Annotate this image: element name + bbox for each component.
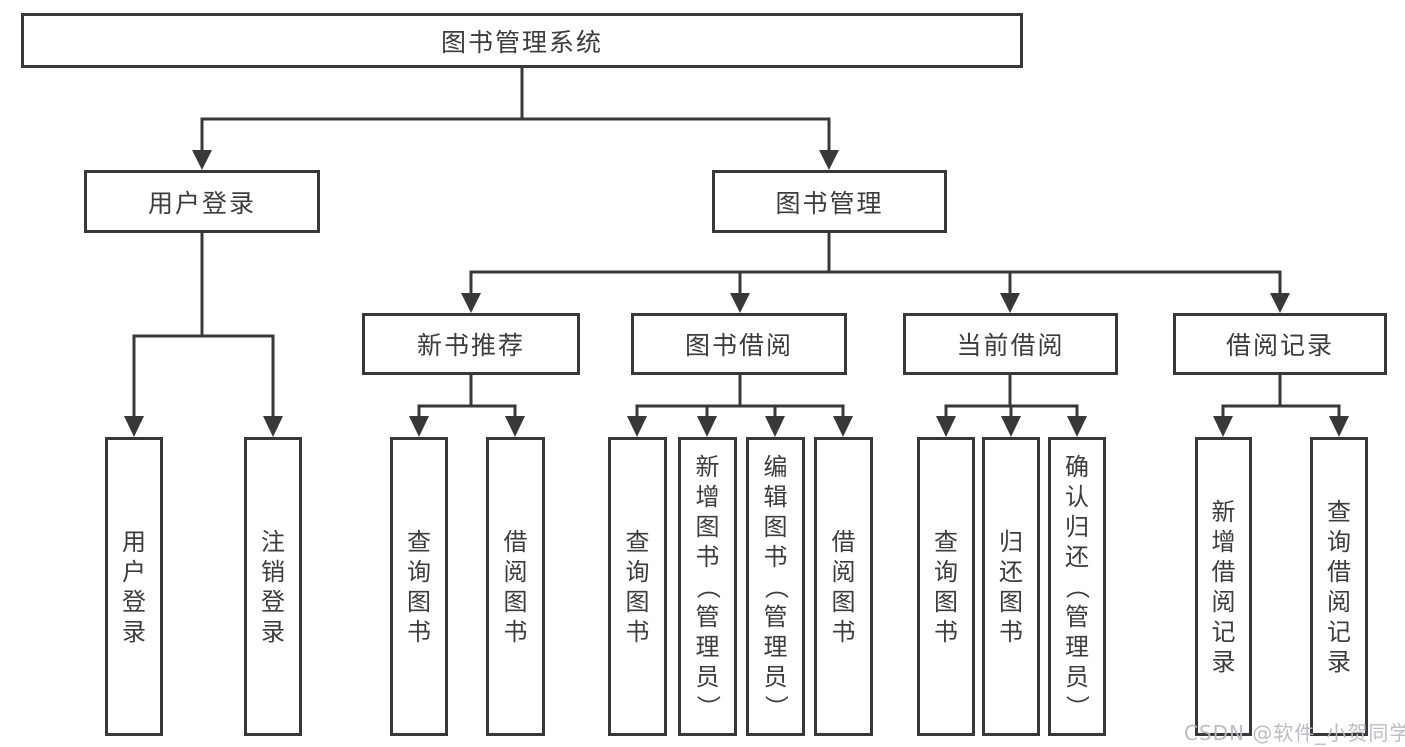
leaf-logout-label: 注销登录	[261, 527, 285, 646]
node-borrow-record: 借阅记录	[1173, 313, 1387, 375]
leaf-logout: 注销登录	[244, 437, 302, 736]
node-user-login: 用户登录	[84, 170, 320, 233]
node-root: 图书管理系统	[21, 13, 1023, 68]
node-book-management-label: 图书管理	[775, 188, 884, 218]
leaf-bb-add-books-admin-label: 新增图书（管理员）	[693, 452, 722, 719]
leaf-bb-query-books-label: 查询图书	[625, 527, 650, 646]
leaf-nbr-query-books-label: 查询图书	[407, 527, 431, 646]
leaf-bb-edit-books-admin-label: 编辑图书（管理员）	[761, 452, 790, 719]
node-current-borrow: 当前借阅	[903, 313, 1118, 375]
node-user-login-label: 用户登录	[147, 188, 256, 218]
node-book-borrow-label: 图书借阅	[684, 331, 793, 360]
node-new-book-recommend-label: 新书推荐	[416, 331, 525, 360]
leaf-br-add-record: 新增借阅记录	[1195, 437, 1252, 736]
node-new-book-recommend: 新书推荐	[362, 313, 580, 375]
node-borrow-record-label: 借阅记录	[1225, 331, 1334, 360]
leaf-nbr-borrow-books-label: 借阅图书	[503, 527, 528, 646]
leaf-cb-confirm-return-admin-label: 确认归还（管理员）	[1063, 452, 1091, 719]
node-book-management: 图书管理	[712, 170, 947, 233]
leaf-cb-confirm-return-admin: 确认归还（管理员）	[1048, 437, 1106, 736]
leaf-bb-borrow-books: 借阅图书	[814, 437, 873, 736]
leaf-cb-return-books-label: 归还图书	[999, 527, 1023, 646]
node-root-label: 图书管理系统	[440, 27, 603, 57]
leaf-cb-query-books-label: 查询图书	[934, 527, 958, 646]
leaf-br-query-record-label: 查询借阅记录	[1327, 497, 1351, 676]
leaf-cb-return-books: 归还图书	[982, 437, 1040, 736]
node-current-borrow-label: 当前借阅	[956, 331, 1065, 360]
csdn-watermark: CSDN @软件_小贺同学	[1184, 721, 1405, 745]
leaf-bb-borrow-books-label: 借阅图书	[831, 527, 856, 646]
leaf-bb-add-books-admin: 新增图书（管理员）	[678, 437, 737, 736]
leaf-nbr-query-books: 查询图书	[390, 437, 448, 736]
leaf-cb-query-books: 查询图书	[917, 437, 975, 736]
leaf-bb-edit-books-admin: 编辑图书（管理员）	[746, 437, 805, 736]
leaf-br-query-record: 查询借阅记录	[1310, 437, 1368, 736]
leaf-user-login-label: 用户登录	[122, 527, 146, 646]
leaf-user-login: 用户登录	[105, 437, 163, 736]
leaf-br-add-record-label: 新增借阅记录	[1211, 497, 1236, 676]
leaf-nbr-borrow-books: 借阅图书	[486, 437, 545, 736]
leaf-bb-query-books: 查询图书	[608, 437, 667, 736]
node-book-borrow: 图书借阅	[631, 313, 847, 375]
